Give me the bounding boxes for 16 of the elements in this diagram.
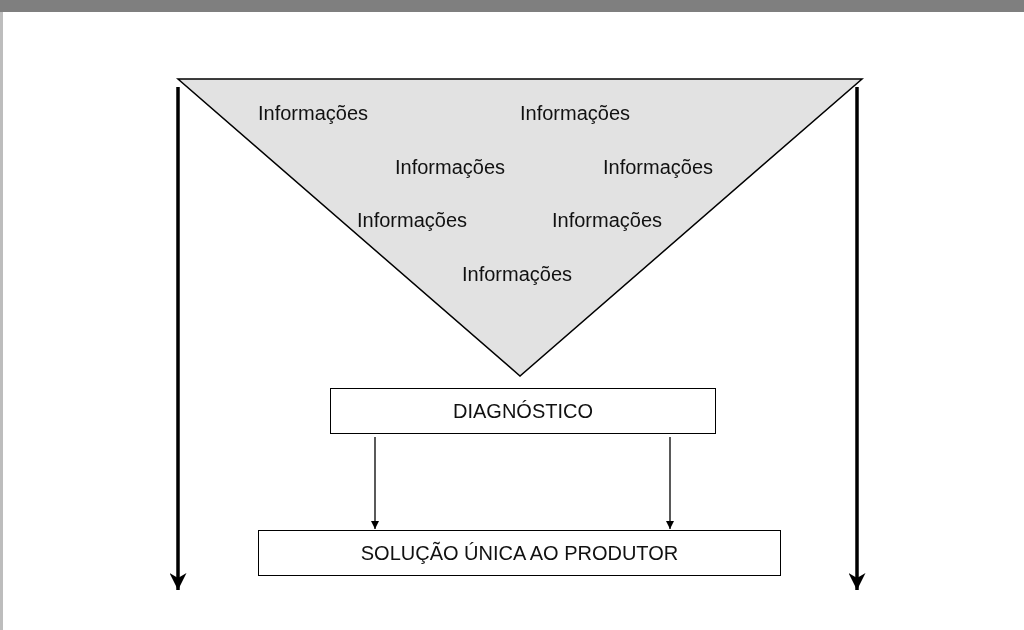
process-box <box>330 388 716 434</box>
arrow <box>169 87 187 590</box>
info-label: Informações <box>520 102 631 125</box>
info-label: Informações <box>462 263 573 286</box>
info-label: Informações <box>552 209 663 232</box>
info-label: Informações <box>357 209 468 232</box>
box-label: SOLUÇÃO ÚNICA AO PRODUTOR <box>360 541 679 565</box>
info-label: Informações <box>603 156 714 179</box>
info-label: Informações <box>258 102 369 125</box>
arrow <box>371 436 379 530</box>
funnel-triangle <box>178 79 862 376</box>
arrow <box>848 87 866 590</box>
box-label: DIAGNÓSTICO <box>453 399 593 423</box>
info-label: Informações <box>395 156 506 179</box>
arrow <box>666 436 674 530</box>
process-box <box>258 530 781 576</box>
